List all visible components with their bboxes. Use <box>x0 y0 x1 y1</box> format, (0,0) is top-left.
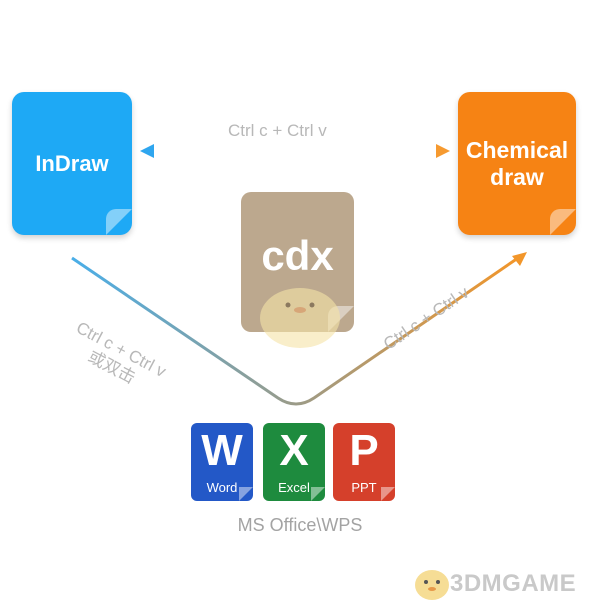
arrowhead-right <box>436 144 450 158</box>
word-app-icon: W Word <box>191 423 253 501</box>
cdx-label: cdx <box>261 232 334 279</box>
cdx-node: cdx <box>241 192 354 332</box>
excel-app-icon: X Excel <box>263 423 325 501</box>
ppt-app-icon: P PPT <box>333 423 395 501</box>
watermark: 3DMGAME <box>450 570 577 597</box>
office-label: MS Office\WPS <box>237 515 363 535</box>
arrowhead-chemical <box>512 252 527 266</box>
chemical-draw-label: Chemical draw <box>465 137 569 190</box>
arrow-indraw-office-chemical <box>71 256 519 406</box>
indraw-node: InDraw <box>12 92 132 235</box>
arrowhead-left <box>140 144 154 158</box>
chemical-draw-node: Chemical draw <box>458 92 576 235</box>
edge-label-top: Ctrl c + Ctrl v <box>228 121 327 140</box>
indraw-label: InDraw <box>35 150 109 176</box>
